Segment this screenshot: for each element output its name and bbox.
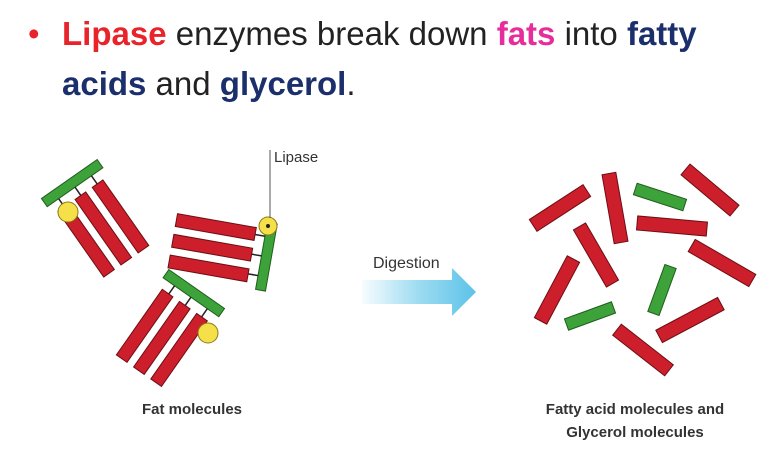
lipase-enzyme (58, 202, 78, 222)
fat-molecule-2 (167, 207, 277, 291)
digestion-products (529, 164, 755, 376)
left-caption: Fat molecules (142, 401, 242, 418)
glycerol-molecule (648, 264, 676, 315)
digestion-label: Digestion (373, 255, 440, 272)
right-caption-line-2: Glycerol molecules (566, 424, 704, 441)
glycerol-backbone (41, 160, 102, 207)
digestion-arrow (362, 268, 476, 316)
glycerol-molecule (564, 302, 615, 330)
right-caption-line-1: Fatty acid molecules and (546, 401, 724, 418)
lipase-label: Lipase (274, 149, 318, 166)
fatty-acid-molecule (688, 239, 756, 286)
fatty-acid-molecule (534, 256, 579, 324)
fatty-acid-molecule (529, 185, 590, 232)
fatty-acid-molecule (637, 216, 708, 236)
fatty-acid-molecule (681, 164, 739, 216)
fatty-acid-molecule (602, 172, 628, 243)
fatty-acid-molecule (656, 297, 724, 342)
lipase-enzyme (198, 323, 218, 343)
fat-molecule-1 (41, 160, 154, 281)
glycerol-molecule (633, 183, 686, 210)
